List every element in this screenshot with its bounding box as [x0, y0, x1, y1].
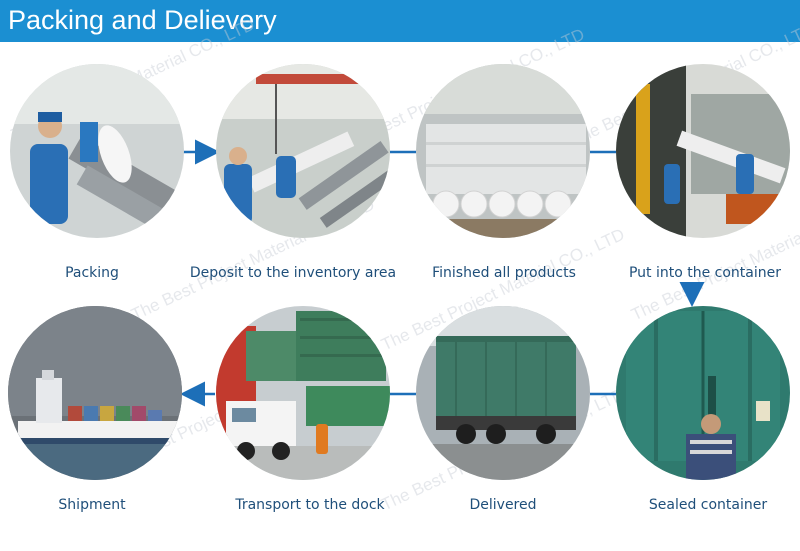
photo-packing	[10, 64, 184, 238]
step-label-delivered: Delivered	[469, 497, 537, 513]
photo-delivered	[416, 306, 590, 480]
page-title: Packing and Delievery	[8, 5, 277, 35]
photo-shipment	[8, 306, 182, 480]
photo-sealed-container	[616, 306, 790, 480]
photo-deposit-inventory	[216, 64, 390, 238]
photo-finished-products	[416, 64, 590, 238]
header-bar: Packing and Delievery	[0, 0, 800, 42]
step-label-put-into-container: Put into the container	[628, 265, 782, 281]
step-label-sealed-container: Sealed container	[648, 497, 768, 513]
step-label-transport-dock: Transport to the dock	[235, 497, 385, 513]
photo-transport-dock	[216, 306, 390, 480]
step-label-shipment: Shipment	[58, 497, 126, 513]
step-label-deposit-inventory: Deposit to the inventory area	[189, 265, 397, 281]
photo-put-into-container	[616, 64, 790, 238]
step-label-finished-products: Finished all products	[432, 265, 576, 281]
step-label-packing: Packing	[65, 265, 119, 281]
